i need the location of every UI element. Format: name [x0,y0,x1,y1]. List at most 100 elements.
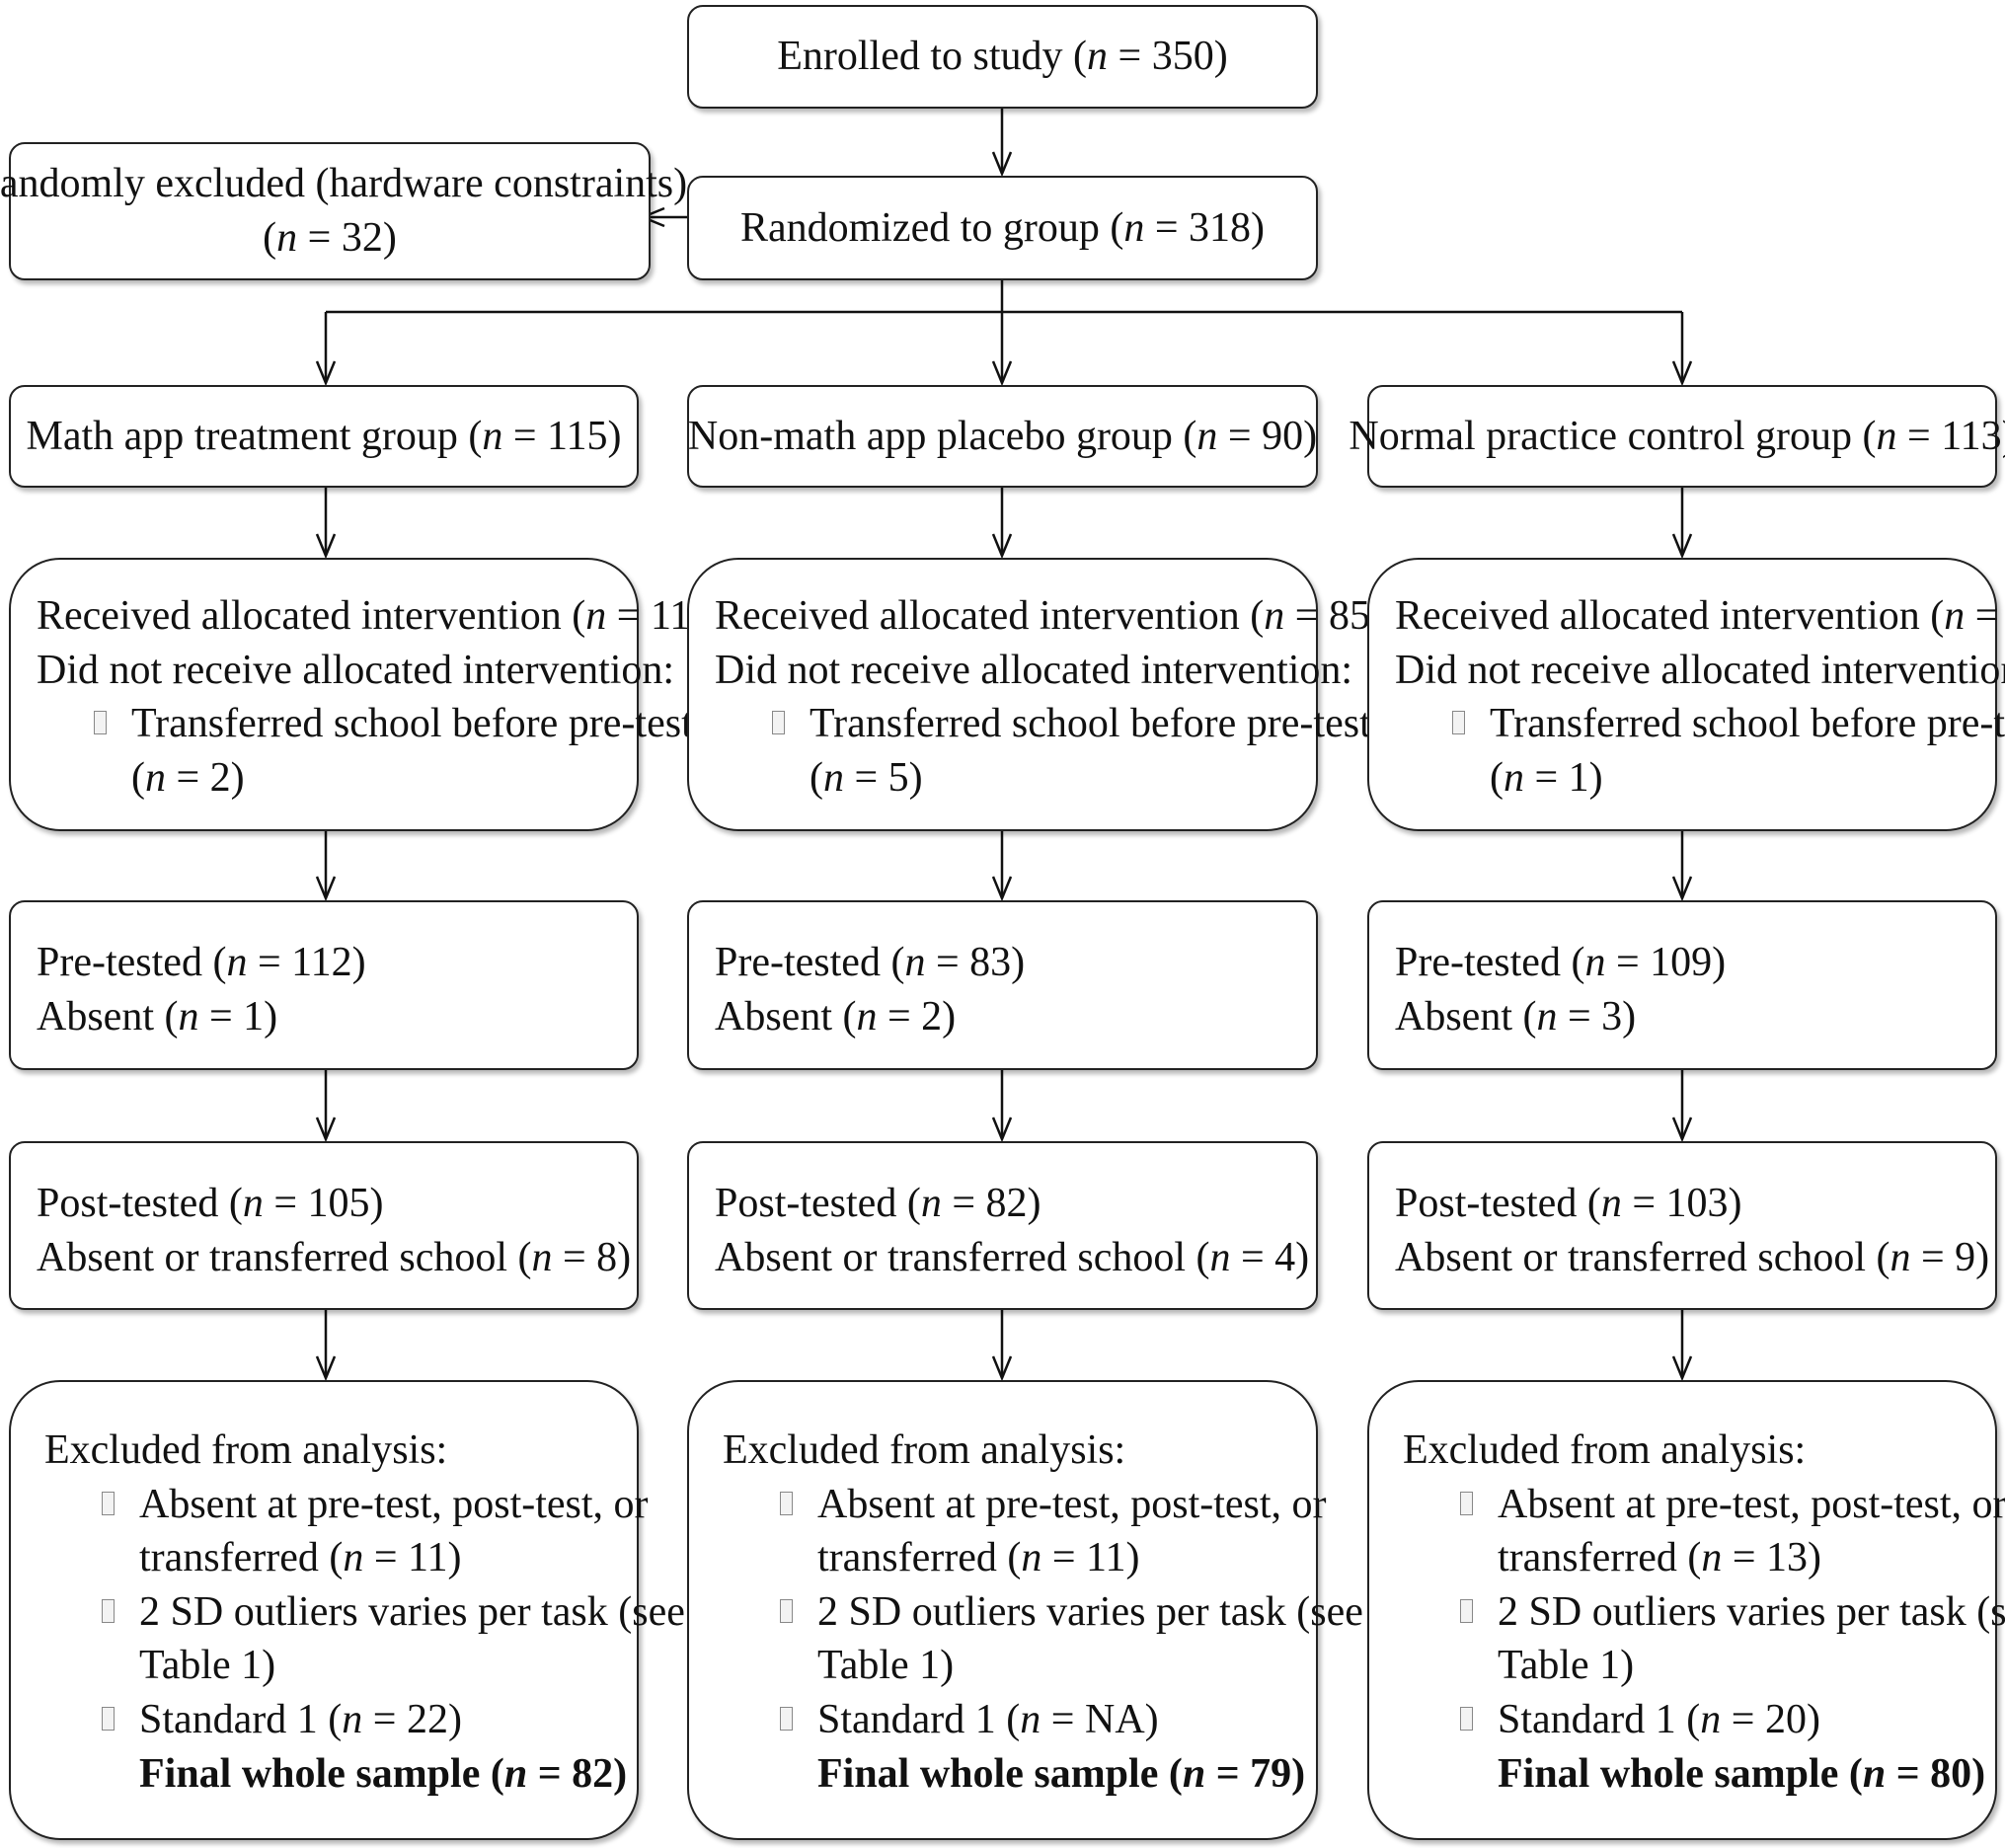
n-symbol: n [1264,593,1285,639]
final-sample-label: Final whole sample ( [139,1750,504,1797]
group-title-box-3: Normal practice control group (n = 113) [1349,385,2005,488]
bullet-icon [92,1693,139,1744]
posttested-label: Post-tested ( [1395,1181,1601,1226]
posttest-box-3: Post-tested (n = 103) Absent or transfer… [1367,1141,1997,1310]
bullet-icon [770,1585,817,1637]
n-symbol: n [1600,1181,1622,1226]
n-symbol: n [1020,1696,1041,1742]
excluded-heading: Excluded from analysis: [723,1427,1126,1473]
bullet-icon [1450,1693,1498,1744]
n-symbol: n [823,754,844,801]
pretested-count: = 83) [925,940,1026,985]
absent-label: Absent ( [37,993,179,1040]
n-symbol: n [1862,1750,1887,1797]
n-symbol: n [1209,1234,1231,1280]
table-reference: Table 1) [817,1643,955,1689]
paren: ( [1490,754,1504,801]
bullet-icon [92,1585,139,1637]
pretested-count: = 112) [247,940,366,985]
excluded-count: = 32) [297,215,397,261]
n-symbol: n [1021,1535,1042,1581]
analysis-box-3: Excluded from analysis: Absent at pre-te… [1367,1380,2005,1840]
n-symbol: n [1182,1750,1206,1797]
group-count: = 113) [1896,413,2005,459]
n-symbol: n [1700,1696,1722,1742]
n-symbol: n [242,1181,264,1226]
bullet-icon [770,1478,817,1529]
posttested-label: Post-tested ( [715,1181,921,1226]
n-symbol: n [1944,593,1966,639]
randomized-label: Randomized to group ( [739,204,1124,251]
outliers-label: 2 SD outliers varies per task (see [1498,1588,2005,1635]
n-symbol: n [1536,993,1558,1040]
excluded-heading: Excluded from analysis: [1403,1427,1807,1473]
randomized-count: = 318) [1144,204,1266,251]
n-symbol: n [503,1750,528,1797]
received-label: Received allocated intervention ( [37,593,586,639]
bullet-icon [84,697,131,748]
n-symbol: n [920,1181,942,1226]
posttested-count: = 105) [263,1181,384,1226]
standard-count: = NA) [1041,1696,1159,1742]
absent-transferred-label: Absent or transferred school ( [1395,1234,1890,1280]
pretested-label: Pre-tested ( [1395,940,1585,985]
not-received-label: Did not receive allocated intervention: [1395,647,2005,693]
final-sample-count: = 79) [1205,1750,1306,1797]
standard-count: = 22) [362,1696,462,1742]
n-symbol: n [1123,204,1145,251]
excluded-box: Randomly excluded (hardware constraints)… [0,142,687,280]
pretest-box-3: Pre-tested (n = 109) Absent (n = 3) [1367,900,1997,1070]
transferred-count: = 2) [166,754,245,801]
absent-label: Absent ( [1395,993,1537,1040]
bullet-icon [762,697,810,748]
analysis-box-2: Excluded from analysis: Absent at pre-te… [687,1380,1363,1840]
paren: ( [131,754,145,801]
analysis-box-1: Excluded from analysis: Absent at pre-te… [9,1380,685,1840]
transferred-count: = 11) [1041,1535,1140,1581]
absent-transferred-count: = 8) [552,1234,632,1280]
absent-count: = 1) [198,993,278,1040]
n-symbol: n [226,940,248,985]
final-sample-count: = 82) [527,1750,628,1797]
paren: ( [263,215,277,261]
absent-count: = 3) [1557,993,1637,1040]
pretested-count: = 109) [1605,940,1727,985]
n-symbol: n [145,754,166,801]
transferred-label: Transferred school before pre-test [1490,701,2005,747]
allocation-box-1: Received allocated intervention (n = 113… [9,558,725,831]
excluded-label: Randomly excluded (hardware constraints) [0,161,688,207]
bullet-icon [770,1693,817,1744]
standard-label: Standard 1 ( [1498,1696,1701,1742]
absent-at-tests-label: Absent at pre-test, post-test, or [139,1481,649,1527]
n-symbol: n [1876,413,1897,459]
not-received-label: Did not receive allocated intervention: [715,647,1353,693]
posttest-box-2: Post-tested (n = 82) Absent or transferr… [687,1141,1318,1310]
transferred-label: transferred ( [139,1535,344,1581]
transferred-label: Transferred school before pre-test [131,701,693,747]
bullet-icon [92,1478,139,1529]
enrolled-label: Enrolled to study ( [777,34,1088,80]
outliers-label: 2 SD outliers varies per task (see [139,1588,685,1635]
bullet-icon [1442,697,1490,748]
transferred-count: = 1) [1524,754,1603,801]
final-sample-label: Final whole sample ( [817,1750,1183,1797]
transferred-label: Transferred school before pre-test [810,701,1371,747]
group-title-box-2: Non-math app placebo group (n = 90) [687,385,1318,488]
standard-label: Standard 1 ( [817,1696,1021,1742]
absent-transferred-label: Absent or transferred school ( [715,1234,1210,1280]
bullet-icon [1450,1585,1498,1637]
posttested-count: = 82) [941,1181,1041,1226]
received-count: = 112) [1974,593,2005,639]
n-symbol: n [531,1234,553,1280]
absent-transferred-label: Absent or transferred school ( [37,1234,532,1280]
posttested-label: Post-tested ( [37,1181,243,1226]
n-symbol: n [482,413,503,459]
received-label: Received allocated intervention ( [1395,593,1945,639]
randomized-box: Randomized to group (n = 318) [687,176,1318,280]
transferred-count: = 5) [844,754,923,801]
n-symbol: n [1701,1535,1723,1581]
excluded-heading: Excluded from analysis: [44,1427,448,1473]
n-symbol: n [342,1696,363,1742]
allocation-box-3: Received allocated intervention (n = 112… [1367,558,2005,831]
group-title: Normal practice control group ( [1349,413,1877,459]
